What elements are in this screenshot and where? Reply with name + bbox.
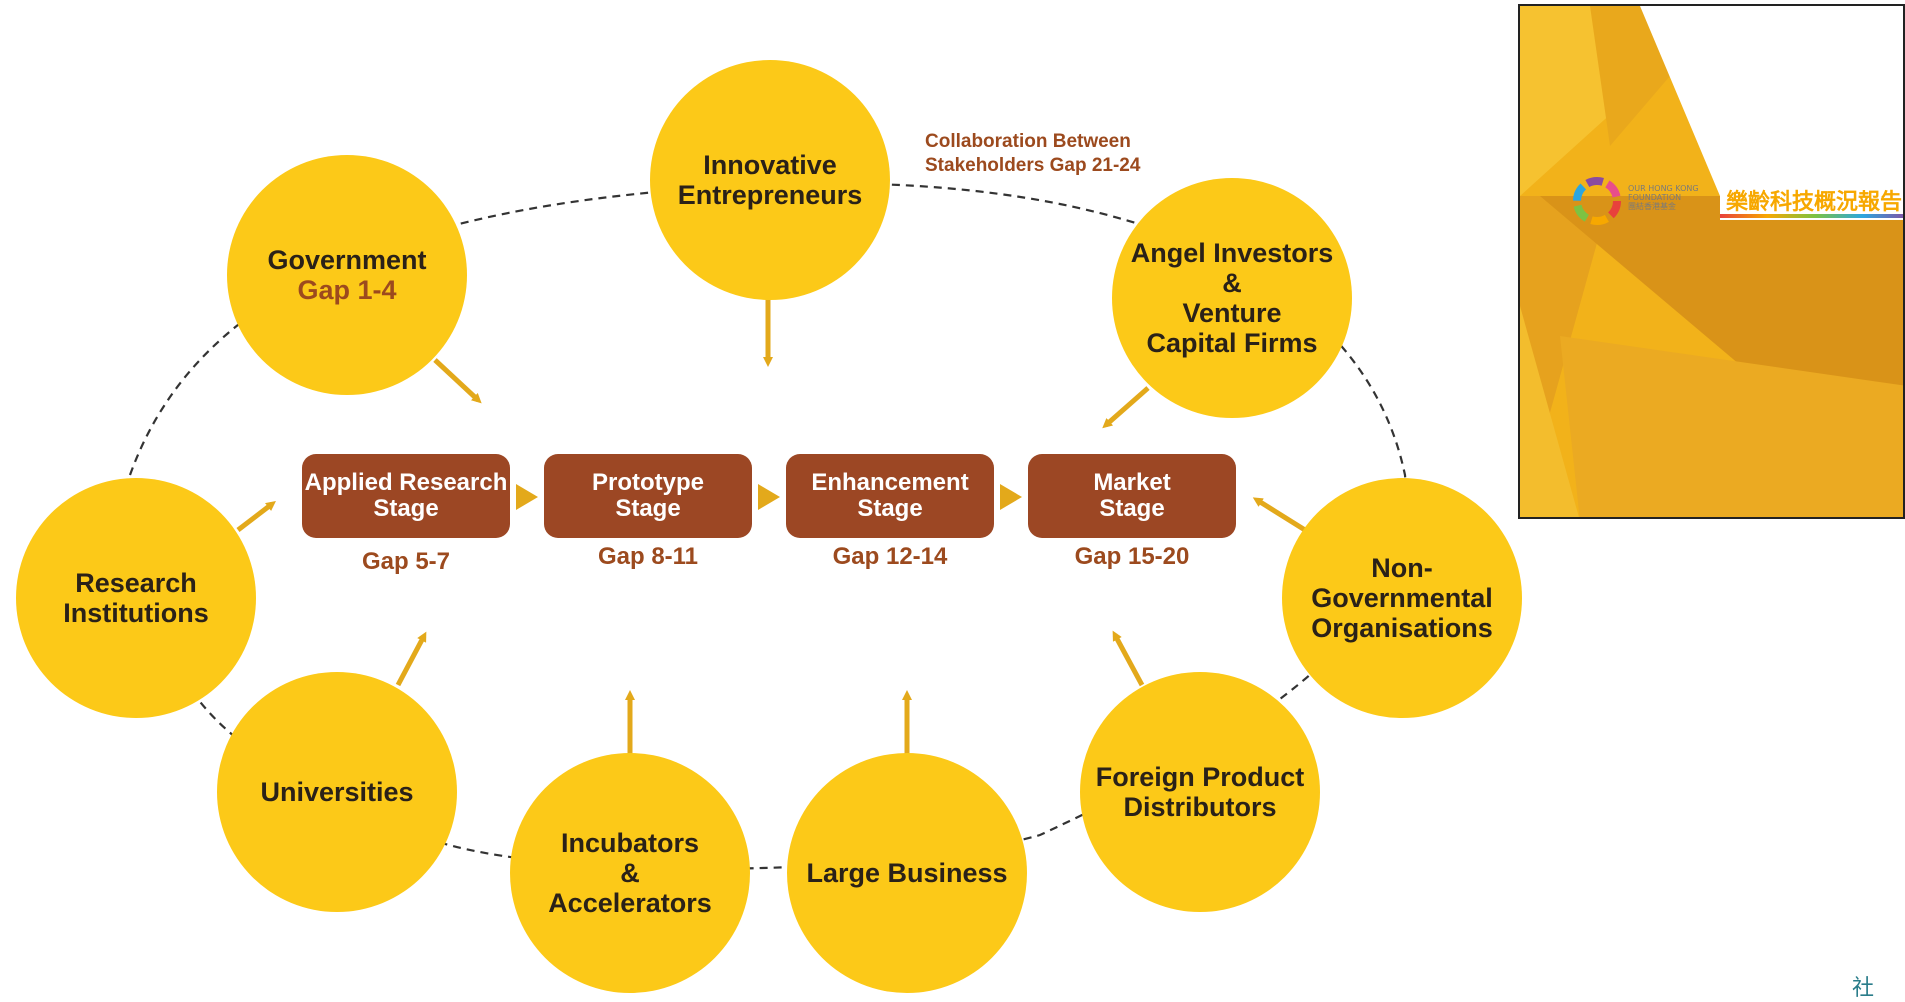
node-label-line: & (1222, 268, 1242, 298)
node-label-line: Entrepreneurs (677, 180, 863, 210)
stage-label-line: Applied Research (304, 469, 508, 496)
stage-label-line: Market (1093, 469, 1171, 496)
node-label-line: Institutions (63, 598, 209, 628)
cover-geometric-pattern (1520, 6, 1903, 517)
node-foreign-distributors: Foreign Product Distributors (1080, 672, 1320, 912)
arrow-ngo (1252, 497, 1307, 533)
collaboration-line-2: Stakeholders Gap 21-24 (925, 155, 1141, 176)
arrow-universities (395, 631, 427, 687)
stage-applied-research: Applied Research Stage (302, 454, 510, 538)
node-label-line: Foreign Product (1095, 762, 1305, 792)
collaboration-line-1: Collaboration Between (925, 131, 1131, 152)
collaboration-note: Collaboration Between Stakeholders Gap 2… (925, 130, 1140, 178)
foundation-logo-icon (1573, 177, 1621, 225)
stage-label-line: Stage (615, 495, 681, 522)
node-label-line: Research (75, 568, 197, 598)
stage-gap-prototype: Gap 8-11 (597, 543, 699, 570)
stage-label-line: Prototype (591, 469, 704, 496)
arrow-government (433, 358, 482, 404)
node-gap-label: Gap 1-4 (297, 275, 397, 305)
foundation-name-zh: 團結香港基金 (1628, 202, 1676, 211)
arrow-research (236, 500, 276, 532)
node-label-line: Capital Firms (1146, 328, 1318, 358)
stage-market: Market Stage (1028, 454, 1236, 538)
stage-arrow-2 (758, 484, 780, 510)
stage-arrow-3 (1000, 484, 1022, 510)
foundation-name-en-1: OUR HONG KONG (1628, 184, 1699, 193)
node-innovative-entrepreneurs: Innovative Entrepreneurs (650, 60, 890, 300)
node-label-line: Venture (1182, 298, 1282, 328)
node-label-line: Accelerators (548, 888, 712, 918)
node-label-line: Distributors (1123, 792, 1277, 822)
stage-enhancement: Enhancement Stage (786, 454, 994, 538)
stage-label-line: Stage (857, 495, 923, 522)
node-research-institutions: Research Institutions (16, 478, 256, 718)
stage-arrow-1 (516, 484, 538, 510)
stage-label-line: Stage (373, 495, 439, 522)
stage-gap-applied-research: Gap 5-7 (361, 548, 451, 575)
report-cover-rainbow-rule (1720, 214, 1903, 218)
node-angel-investors: Angel Investors & Venture Capital Firms (1112, 178, 1352, 418)
node-universities: Universities (217, 672, 457, 912)
stage-label-line: Stage (1099, 495, 1165, 522)
arrow-foreign-distributors (1112, 630, 1145, 687)
node-label-line: Angel Investors (1130, 238, 1334, 268)
foundation-name-en-2: FOUNDATION (1628, 193, 1682, 202)
report-cover-title: 樂齡科技概況報告 (1720, 182, 1903, 220)
node-label-line: Governmental (1311, 583, 1493, 613)
stage-gap-enhancement: Gap 12-14 (832, 543, 948, 570)
node-label-line: Government (267, 245, 427, 275)
node-label-line: Incubators (560, 828, 700, 858)
node-label-line: Large Business (806, 858, 1008, 888)
node-label-line: Universities (260, 777, 414, 807)
corner-glyph: 社 (1852, 975, 1875, 1000)
report-cover-thumbnail: OUR HONG KONG FOUNDATION 團結香港基金 樂齡科技概況報告 (1518, 4, 1905, 519)
node-label-line: Non- (1371, 553, 1433, 583)
stage-label-line: Enhancement (811, 469, 969, 496)
node-large-business: Large Business (787, 753, 1027, 993)
foundation-name: OUR HONG KONG FOUNDATION 團結香港基金 (1628, 184, 1699, 211)
stage-prototype: Prototype Stage (544, 454, 752, 538)
node-incubators: Incubators & Accelerators (510, 753, 750, 993)
node-label-line: & (620, 858, 640, 888)
node-government: Government Gap 1-4 (227, 155, 467, 395)
node-label-line: Innovative (703, 150, 837, 180)
node-label-line: Organisations (1311, 613, 1493, 643)
arrow-angel (1102, 386, 1150, 429)
node-non-governmental: Non- Governmental Organisations (1282, 478, 1522, 718)
stage-gap-market: Gap 15-20 (1074, 543, 1190, 570)
